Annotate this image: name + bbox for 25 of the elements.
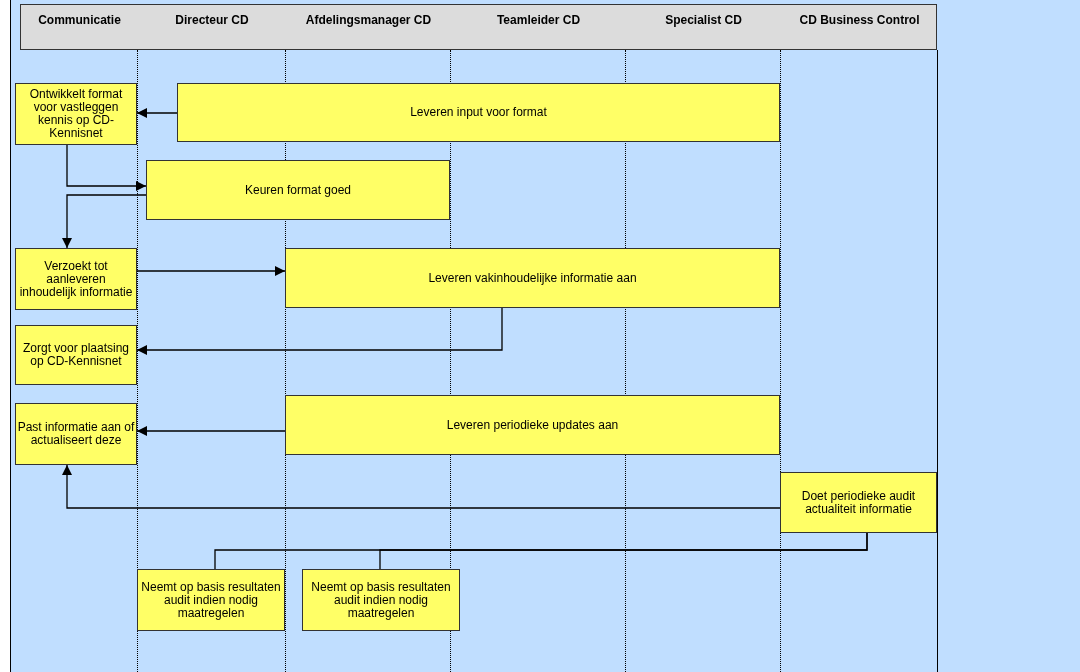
arrow [136,266,286,276]
arrow [66,144,147,191]
process-box: Keuren format goed [146,160,450,220]
process-box: Verzoekt tot aanleveren inhoudelijk informatie [15,248,137,310]
arrow [62,194,147,249]
process-box: Neemt op basis resultaten audit indien nodig maatregelen [302,569,460,631]
column-header: CD Business Control [798,13,921,27]
arrow [136,108,178,118]
column-header: Teamleider CD [495,13,582,27]
process-box: Past informatie aan of actualiseert deze [15,403,137,465]
arrow [136,307,503,355]
column-header: Communicatie [37,13,122,27]
column-header: Afdelingsmanager CD [304,13,433,27]
column-header: Directeur CD [174,13,250,27]
arrow [136,426,286,436]
process-box: Leveren periodieke updates aan [285,395,780,455]
arrow [62,464,781,509]
process-box: Zorgt voor plaatsing op CD-Kennisnet [15,325,137,385]
process-box: Doet periodieke audit actualiteit informatie [780,472,937,533]
process-box: Leveren input voor format [177,83,780,142]
process-box: Leveren vakinhoudelijke informatie aan [285,248,780,308]
process-box: Neemt op basis resultaten audit indien nodig maatregelen [137,569,285,631]
column-header: Specialist CD [664,13,743,27]
connector-line [379,532,868,570]
process-box: Ontwikkelt format voor vastleggen kennis op CD-Kennisnet [15,83,137,145]
